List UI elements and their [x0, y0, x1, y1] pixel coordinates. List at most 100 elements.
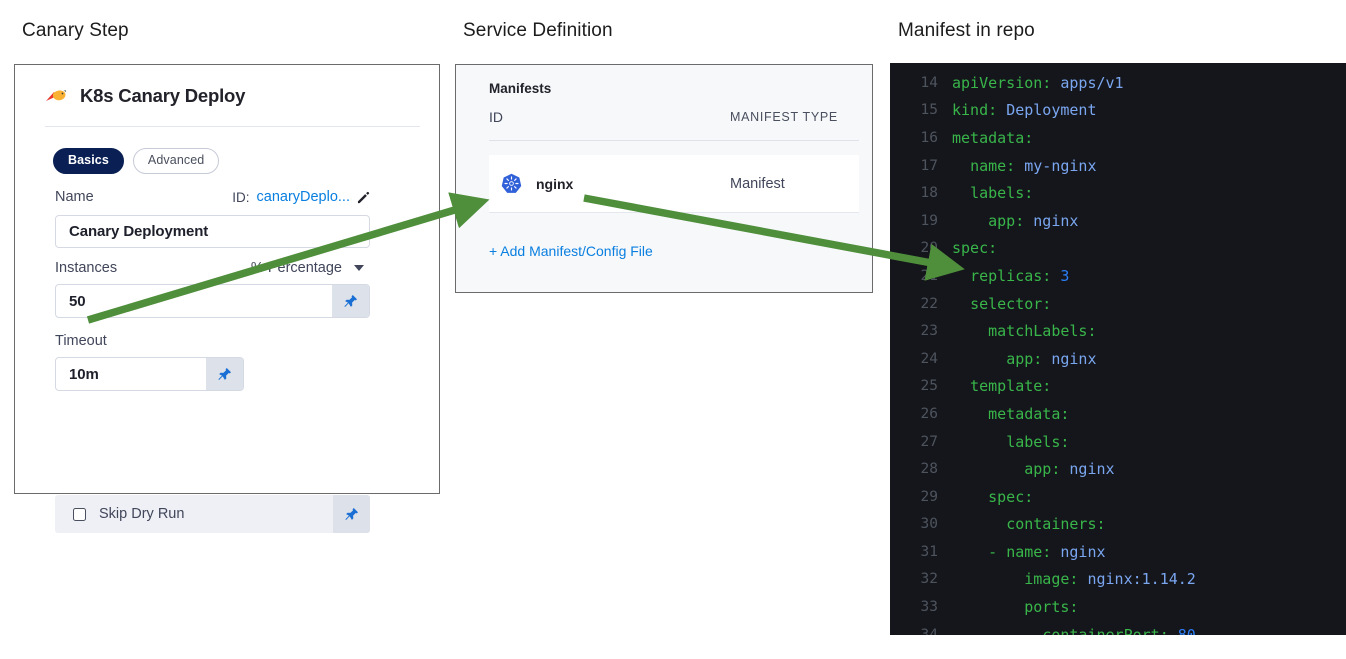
instances-label: Instances: [55, 260, 118, 276]
code-line: 28 app: nginx: [890, 455, 1346, 483]
line-number: 24: [920, 350, 938, 367]
manifest-type-value: Manifest: [730, 175, 785, 192]
step-title: K8s Canary Deploy: [80, 85, 246, 106]
step-header: K8s Canary Deploy: [44, 85, 245, 107]
canary-bird-icon: [44, 85, 68, 107]
code-token: [1024, 212, 1033, 230]
line-number: 15: [920, 102, 938, 119]
code-token: replicas:: [970, 266, 1052, 285]
code-token: apiVersion:: [952, 73, 1052, 92]
table-row[interactable]: nginx Manifest: [489, 155, 859, 213]
name-field-header: Name ID: canaryDeplo...: [55, 189, 370, 205]
code-line-content: matchLabels:: [952, 322, 1096, 340]
line-number: 14: [920, 74, 938, 91]
line-number: 22: [920, 295, 938, 312]
code-token: image:: [1024, 570, 1079, 589]
step-id-value[interactable]: canaryDeplo...: [256, 189, 351, 205]
manifest-repo-section-title: Manifest in repo: [898, 20, 1035, 41]
code-token: ports:: [1024, 598, 1079, 617]
code-line-content: - name: nginx: [952, 543, 1105, 561]
skip-dry-run-pin-button[interactable]: [333, 495, 370, 533]
line-number: 21: [920, 267, 938, 284]
skip-dry-run-label: Skip Dry Run: [99, 506, 185, 522]
column-header-id: ID: [489, 109, 503, 125]
instances-unit-dropdown[interactable]: % Percentage: [251, 260, 370, 276]
code-line: 34 - containerPort: 80: [890, 621, 1346, 635]
manifests-heading: Manifests: [489, 81, 552, 96]
code-token: nginx: [1069, 460, 1115, 479]
code-token: nginx:1.14.2: [1087, 570, 1196, 589]
service-definition-section-title: Service Definition: [463, 20, 613, 41]
tab-advanced[interactable]: Advanced: [132, 148, 220, 174]
code-line-content: - containerPort: 80: [952, 626, 1196, 635]
instances-input-value: 50: [69, 292, 86, 310]
tab-basics[interactable]: Basics: [53, 148, 124, 174]
code-token: nginx: [1051, 349, 1097, 368]
code-token: nginx: [1033, 211, 1079, 230]
step-id-group: ID: canaryDeplo...: [232, 189, 370, 205]
code-line-content: labels:: [952, 184, 1033, 202]
column-header-manifest-type: MANIFEST TYPE: [730, 110, 838, 124]
code-line-content: app: nginx: [952, 349, 1097, 368]
code-line: 20 spec:: [890, 235, 1346, 263]
instances-pin-button[interactable]: [332, 285, 369, 317]
code-line: 22 selector:: [890, 290, 1346, 318]
chevron-down-icon: [354, 265, 364, 271]
code-line-content: spec:: [952, 488, 1033, 506]
code-line-content: app: nginx: [952, 460, 1115, 479]
code-line-content: metadata:: [952, 129, 1033, 147]
add-manifest-config-file-link[interactable]: + Add Manifest/Config File: [489, 243, 653, 259]
kubernetes-icon: [489, 173, 522, 194]
header-divider: [45, 126, 420, 127]
skip-dry-run-row[interactable]: Skip Dry Run: [55, 495, 370, 533]
code-token: [997, 101, 1006, 119]
instances-unit-label: % Percentage: [250, 260, 342, 276]
code-line-content: metadata:: [952, 405, 1069, 423]
code-line-content: app: nginx: [952, 212, 1078, 230]
code-line-content: template:: [952, 377, 1051, 395]
pencil-icon[interactable]: [357, 191, 370, 204]
skip-dry-run-checkbox[interactable]: [73, 507, 86, 521]
canary-step-section-title: Canary Step: [22, 20, 129, 41]
code-line: 16 metadata:: [890, 124, 1346, 152]
line-number: 20: [920, 240, 938, 257]
name-input[interactable]: Canary Deployment: [55, 215, 370, 248]
code-line: 32 image: nginx:1.14.2: [890, 566, 1346, 594]
code-line-content: spec:: [952, 239, 997, 257]
code-line-content: apiVersion: apps/v1: [952, 74, 1124, 92]
pin-icon: [344, 294, 357, 307]
service-definition-panel: Manifests ID MANIFEST TYPE: [455, 64, 873, 293]
code-token: name:: [970, 156, 1016, 175]
code-line: 18 labels:: [890, 179, 1346, 207]
line-number: 30: [920, 516, 938, 533]
line-number: 17: [920, 157, 938, 174]
code-token: metadata:: [952, 128, 1034, 147]
code-token: [1169, 626, 1178, 635]
line-number: 27: [920, 433, 938, 450]
code-line: 29 spec:: [890, 483, 1346, 511]
line-number: 28: [920, 461, 938, 478]
name-input-value: Canary Deployment: [69, 223, 209, 240]
instances-input[interactable]: 50: [55, 284, 370, 318]
timeout-pin-button[interactable]: [206, 358, 243, 390]
line-number: 33: [920, 599, 938, 616]
code-token: selector:: [970, 294, 1052, 313]
line-number: 16: [920, 129, 938, 146]
code-line-content: image: nginx:1.14.2: [952, 570, 1196, 588]
code-line-content: labels:: [952, 433, 1069, 451]
code-line: 27 labels:: [890, 428, 1346, 456]
timeout-input[interactable]: 10m: [55, 357, 244, 391]
code-token: -: [1024, 625, 1043, 635]
code-line-content: containers:: [952, 515, 1106, 534]
code-line-content: replicas: 3: [952, 267, 1069, 285]
timeout-input-value: 10m: [69, 365, 99, 383]
code-token: containers:: [1006, 515, 1106, 534]
code-token: app:: [988, 211, 1025, 230]
code-line: 17 name: my-nginx: [890, 152, 1346, 180]
code-token: my-nginx: [1024, 156, 1097, 175]
code-token: labels:: [970, 184, 1034, 203]
manifests-container: Manifests ID MANIFEST TYPE: [475, 65, 872, 292]
code-token: kind:: [952, 101, 998, 120]
